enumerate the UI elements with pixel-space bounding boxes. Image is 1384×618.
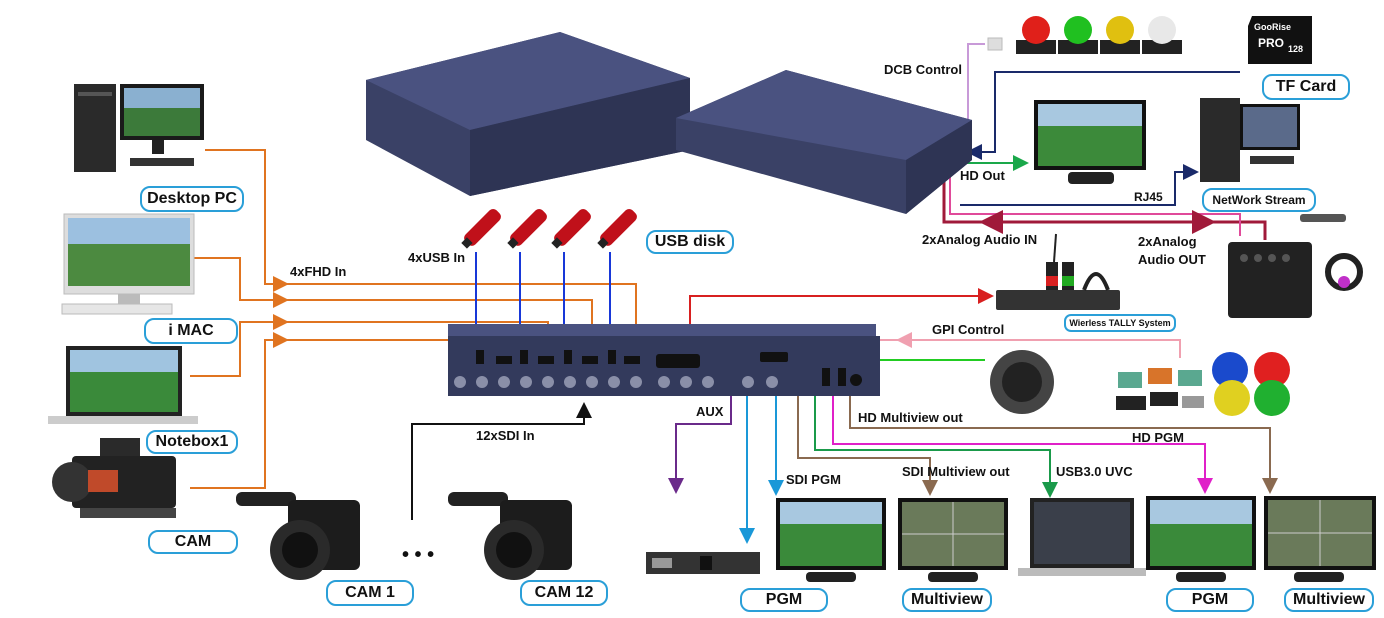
imac-image: [61, 213, 195, 315]
cam12-label: CAM 12: [520, 580, 608, 606]
notebook-image: [48, 346, 198, 424]
gpi-joystick-image: [990, 350, 1054, 414]
switcher-chassis-left-image: [366, 32, 690, 196]
pgm-monitor-left-image: [776, 498, 886, 582]
tf-card-image: [1248, 16, 1312, 64]
analog-audio-out-label-line2: Audio OUT: [1138, 252, 1206, 267]
imac-label: i MAC: [144, 318, 238, 344]
gpi-buttons-image: [1212, 352, 1290, 416]
sdi-in-label: 12xSDI In: [476, 428, 535, 443]
tally-lamps-image: [987, 16, 1182, 54]
sdi-input-wire: [411, 402, 592, 520]
analog-audio-wires: [942, 170, 1267, 240]
analog-audio-out-label-line1: 2xAnalog: [1138, 234, 1197, 249]
cam1-label: CAM 1: [326, 580, 414, 606]
sdi-pgm-wires: [739, 396, 784, 544]
multiview-monitor-right-image: [1264, 496, 1376, 582]
dcb-control-label: DCB Control: [884, 62, 962, 77]
notebook-label: Notebox1: [146, 430, 238, 454]
multiview-left-label: Multiview: [902, 588, 992, 612]
hd-pgm-wire: [832, 390, 1213, 494]
usb-in-label: 4xUSB In: [408, 250, 466, 265]
hd-multiview-out-label: HD Multiview out: [858, 410, 963, 425]
aux-wire: [668, 396, 732, 494]
usb3-uvc-label: USB3.0 UVC: [1056, 464, 1133, 479]
camcorder-1-image: [236, 492, 360, 580]
tally-system-label: Wierless TALLY System: [1064, 314, 1176, 332]
tally-rack-unit-image: [996, 233, 1120, 310]
sd-card-pro: PRO: [1258, 36, 1285, 50]
network-stream-label: NetWork Stream: [1202, 188, 1316, 212]
cameras-ellipsis: • • •: [402, 544, 435, 566]
hd-out-monitor-image: [1034, 100, 1146, 184]
pgm-left-label: PGM: [740, 588, 828, 612]
camcorder-12-image: [448, 492, 572, 580]
sdi-multiview-out-label: SDI Multiview out: [902, 464, 1010, 479]
tf-card-wire: [960, 71, 1240, 206]
cam-label: CAM: [148, 530, 238, 554]
multiview-monitor-left-image: [898, 498, 1008, 582]
pro-camera-image: [52, 438, 176, 518]
tf-card-label: TF Card: [1262, 74, 1350, 100]
usb-uvc-laptop-image: [1018, 498, 1146, 576]
audio-mixer-image: [1228, 214, 1363, 318]
sdi-pgm-label: SDI PGM: [786, 472, 841, 487]
hd-out-label: HD Out: [960, 168, 1005, 183]
usb-uvc-wire: [814, 390, 1058, 498]
usb-disk-label: USB disk: [646, 230, 734, 254]
desktop-pc-image: [74, 84, 204, 172]
aux-label: AUX: [696, 404, 724, 419]
sd-card-size: 128: [1288, 44, 1304, 54]
switcher-chassis-right-image: [676, 70, 972, 214]
aux-recorder-image: [646, 552, 760, 574]
multiview-right-label: Multiview: [1284, 588, 1374, 612]
hd-multiview-wire: [849, 390, 1278, 494]
hd-pgm-label: HD PGM: [1132, 430, 1184, 445]
rj45-label: RJ45: [1134, 190, 1163, 204]
sdi-multiview-wire: [797, 390, 938, 496]
sd-card-brand: GooRise: [1254, 22, 1292, 32]
switcher-rear-panel-image: [448, 324, 880, 396]
desktop-pc-label: Desktop PC: [140, 186, 244, 212]
gpi-connectors-image: [1116, 368, 1204, 410]
analog-audio-in-label: 2xAnalog Audio IN: [922, 232, 1038, 247]
gpi-control-label: GPI Control: [932, 322, 1005, 337]
fhd-in-label: 4xFHD In: [290, 264, 347, 279]
pgm-right-label: PGM: [1166, 588, 1254, 612]
pgm-monitor-right-image: [1146, 496, 1256, 582]
usb-sticks-image: [461, 208, 637, 249]
network-stream-pc-image: [1200, 98, 1300, 182]
